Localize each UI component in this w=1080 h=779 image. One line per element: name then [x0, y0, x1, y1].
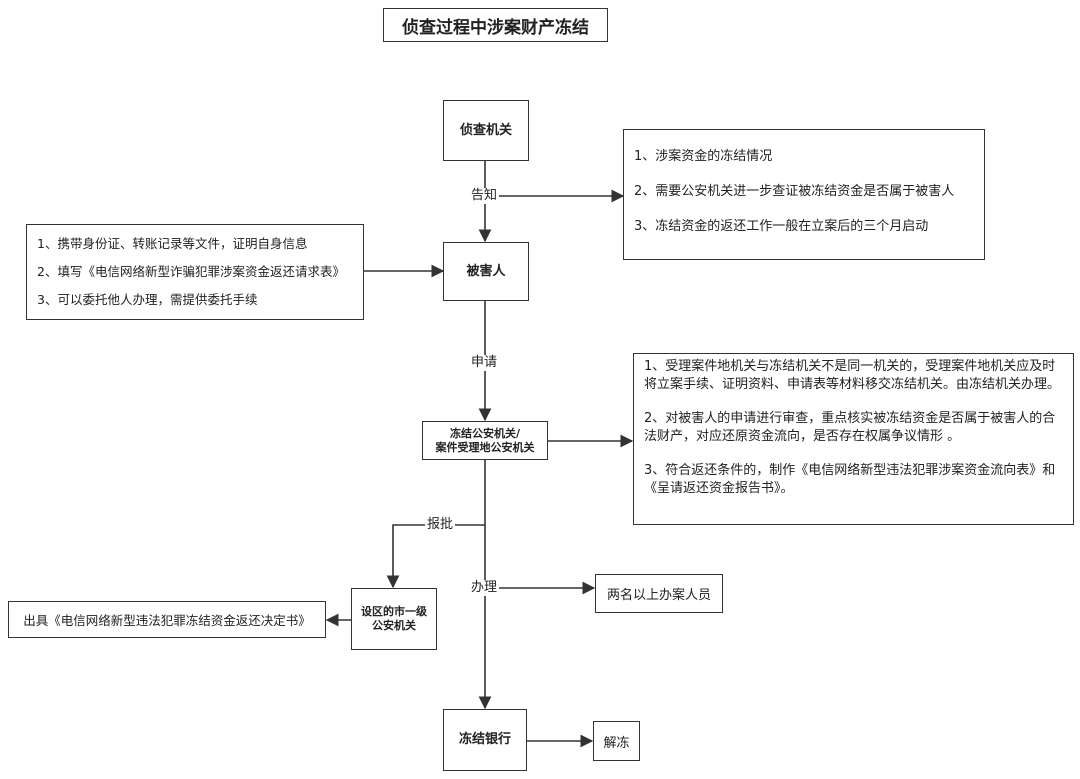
note-staff: 两名以上办案人员	[595, 574, 723, 613]
note-requirement-3: 3、可以委托他人办理，需提供委托手续	[37, 292, 258, 307]
node-city-police-line2: 公安机关	[372, 619, 416, 632]
node-freeze-police-line1: 冻结公安机关/	[449, 426, 521, 440]
edge-label-apply: 申请	[469, 355, 500, 371]
node-victim: 被害人	[443, 242, 529, 301]
note-requirement-1: 1、携带身份证、转账记录等文件，证明自身信息	[37, 236, 308, 251]
note-process-1: 1、受理案件地机关与冻结机关不是同一机关的，受理案件地机关应及时将立案手续、证明…	[644, 359, 1061, 392]
node-city-police: 设区的市一级 公安机关	[351, 588, 437, 650]
note-notify-item-2: 2、需要公安机关进一步查证被冻结资金是否属于被害人	[634, 184, 955, 199]
note-requirement-2: 2、填写《电信网络新型诈骗犯罪涉案资金返还请求表》	[37, 264, 345, 279]
node-freeze-police-line2: 案件受理地公安机关	[435, 440, 535, 454]
note-process-3: 3、符合返还条件的，制作《电信网络新型违法犯罪涉案资金流向表》和《呈请返还资金报…	[644, 463, 1056, 496]
edge-label-handle: 办理	[469, 580, 500, 596]
note-police-process: 1、受理案件地机关与冻结机关不是同一机关的，受理案件地机关应及时将立案手续、证明…	[633, 353, 1074, 525]
note-notify-info: 1、涉案资金的冻结情况 2、需要公安机关进一步查证被冻结资金是否属于被害人 3、…	[623, 129, 985, 260]
edge-report-city	[386, 524, 485, 589]
diagram-title: 侦查过程中涉案财产冻结	[383, 8, 608, 42]
node-freeze-police: 冻结公安机关/ 案件受理地公安机关	[422, 421, 548, 460]
note-process-2: 2、对被害人的申请进行审查，重点核实被冻结资金是否属于被害人的合法财产，对应还原…	[644, 411, 1056, 444]
note-decision: 出具《电信网络新型违法犯罪冻结资金返还决定书》	[8, 601, 326, 638]
edge-label-report: 报批	[425, 517, 456, 533]
node-city-police-line1: 设区的市一级	[361, 605, 427, 618]
note-notify-item-1: 1、涉案资金的冻结情况	[634, 149, 773, 164]
edge-label-notify: 告知	[469, 188, 500, 204]
note-notify-item-3: 3、冻结资金的返还工作一般在立案后的三个月启动	[634, 219, 929, 234]
node-investigation-agency: 侦查机关	[443, 100, 529, 161]
node-freeze-bank: 冻结银行	[443, 709, 527, 771]
note-unfreeze: 解冻	[593, 721, 640, 761]
note-victim-requirements: 1、携带身份证、转账记录等文件，证明自身信息 2、填写《电信网络新型诈骗犯罪涉案…	[26, 224, 364, 320]
